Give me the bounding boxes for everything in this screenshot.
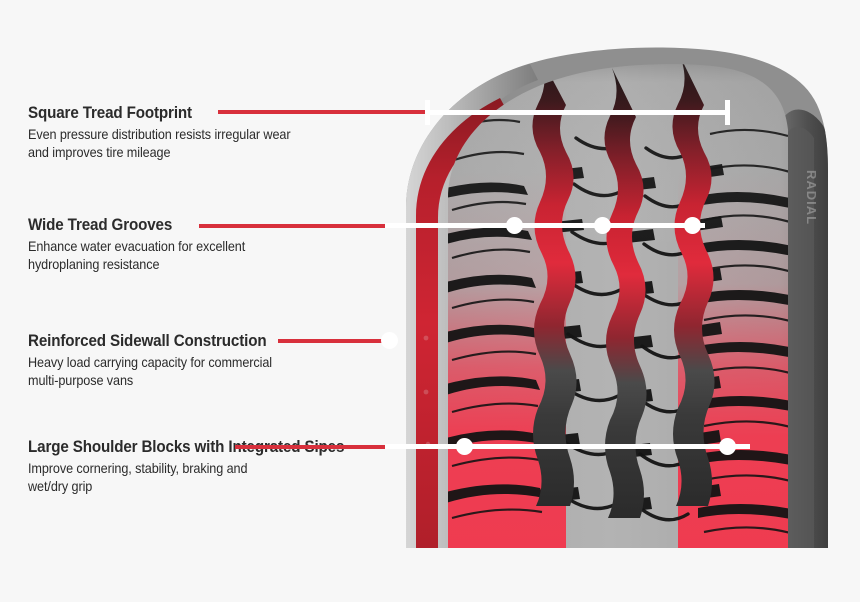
callout-body: Improve cornering, stability, braking an…	[28, 461, 248, 494]
svg-text:RADIAL: RADIAL	[804, 170, 819, 225]
tire-body: RADIAL	[406, 47, 828, 548]
tire-tread	[448, 64, 788, 548]
callout-wide-tread-grooves: Wide Tread Grooves Enhance water evacuat…	[28, 216, 261, 273]
marker-dot-sidewall	[381, 332, 398, 349]
leader-line-square-tread-footprint	[218, 110, 426, 114]
leader-line-large-shoulder-blocks	[235, 445, 386, 449]
callout-square-tread-footprint: Square Tread Footprint Even pressure dis…	[28, 104, 310, 161]
marker-dot-groove-3	[684, 217, 701, 234]
callout-title: Wide Tread Grooves	[28, 216, 173, 234]
callout-title: Square Tread Footprint	[28, 104, 192, 122]
measure-bar-square-tread-footprint	[425, 110, 730, 115]
callout-large-shoulder-blocks: Large Shoulder Blocks with Integrated Si…	[28, 438, 372, 495]
tire-illustration: RADIAL	[360, 20, 860, 548]
callout-title: Reinforced Sidewall Construction	[28, 332, 267, 350]
leader-line-reinforced-sidewall-construction	[278, 339, 386, 343]
callout-body: Enhance water evacuation for excellent h…	[28, 239, 246, 272]
marker-dot-groove-1	[506, 217, 523, 234]
callout-body: Even pressure distribution resists irreg…	[28, 127, 291, 160]
callout-title: Large Shoulder Blocks with Integrated Si…	[28, 438, 345, 456]
leader-line-wide-tread-grooves	[199, 224, 386, 228]
marker-line-large-shoulder-blocks	[385, 444, 750, 449]
marker-dot-shoulder-left	[456, 438, 473, 455]
measure-cap-left	[425, 100, 430, 125]
measure-cap-right	[725, 100, 730, 125]
sidewall-lettering: RADIAL	[804, 170, 819, 225]
callout-body: Heavy load carrying capacity for commerc…	[28, 355, 273, 388]
marker-dot-shoulder-right	[719, 438, 736, 455]
callout-reinforced-sidewall-construction: Reinforced Sidewall Construction Heavy l…	[28, 332, 290, 389]
marker-line-wide-tread-grooves	[385, 223, 705, 228]
marker-dot-groove-2	[594, 217, 611, 234]
